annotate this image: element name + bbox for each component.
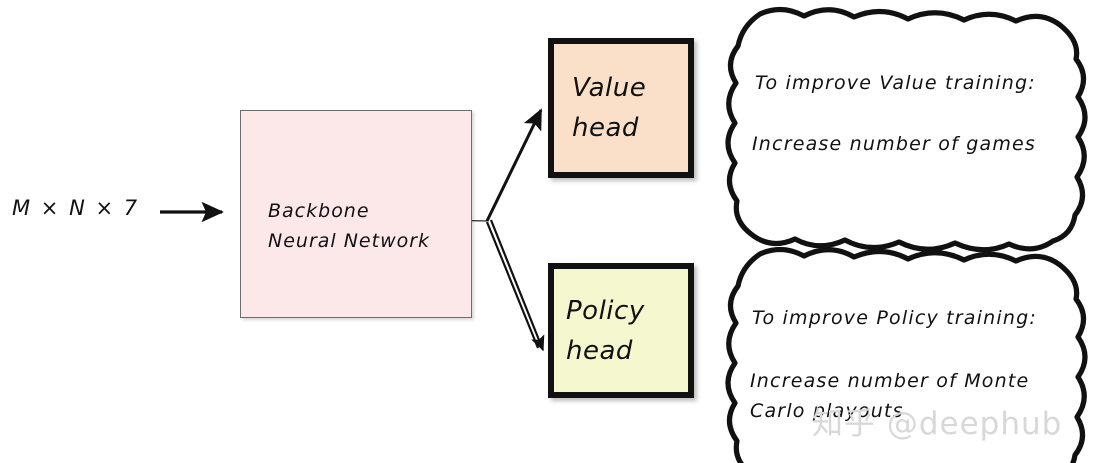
value-callout-body: Increase number of games <box>752 133 1037 155</box>
backbone-label-line2: Neural Network <box>268 230 431 252</box>
value-callout-cloud <box>725 6 1088 253</box>
policy-head-label-line1: Policy <box>566 296 645 326</box>
arrow-to-policy-head <box>485 219 545 352</box>
policy-head-label-line2: head <box>566 336 633 366</box>
input-shape-label: M × N × 7 <box>12 196 140 220</box>
backbone-label-line1: Backbone <box>268 200 370 222</box>
value-head-label-line2: head <box>572 113 639 143</box>
arrow-to-value-head <box>485 108 543 222</box>
policy-callout-cloud <box>725 246 1088 463</box>
policy-head-box[interactable] <box>548 263 694 398</box>
watermark: 知乎 @deephub <box>812 406 1063 442</box>
policy-callout-heading: To improve Policy training: <box>752 307 1037 329</box>
value-head-label-line1: Value <box>572 73 647 103</box>
policy-head-label: Policy head <box>566 291 645 371</box>
value-head-label: Value head <box>572 68 646 148</box>
backbone-network-box[interactable] <box>240 110 472 318</box>
value-head-box[interactable] <box>548 38 694 178</box>
policy-callout-body: Increase number of Monte Carlo playouts <box>750 370 1030 422</box>
value-callout-heading: To improve Value training: <box>755 72 1036 94</box>
